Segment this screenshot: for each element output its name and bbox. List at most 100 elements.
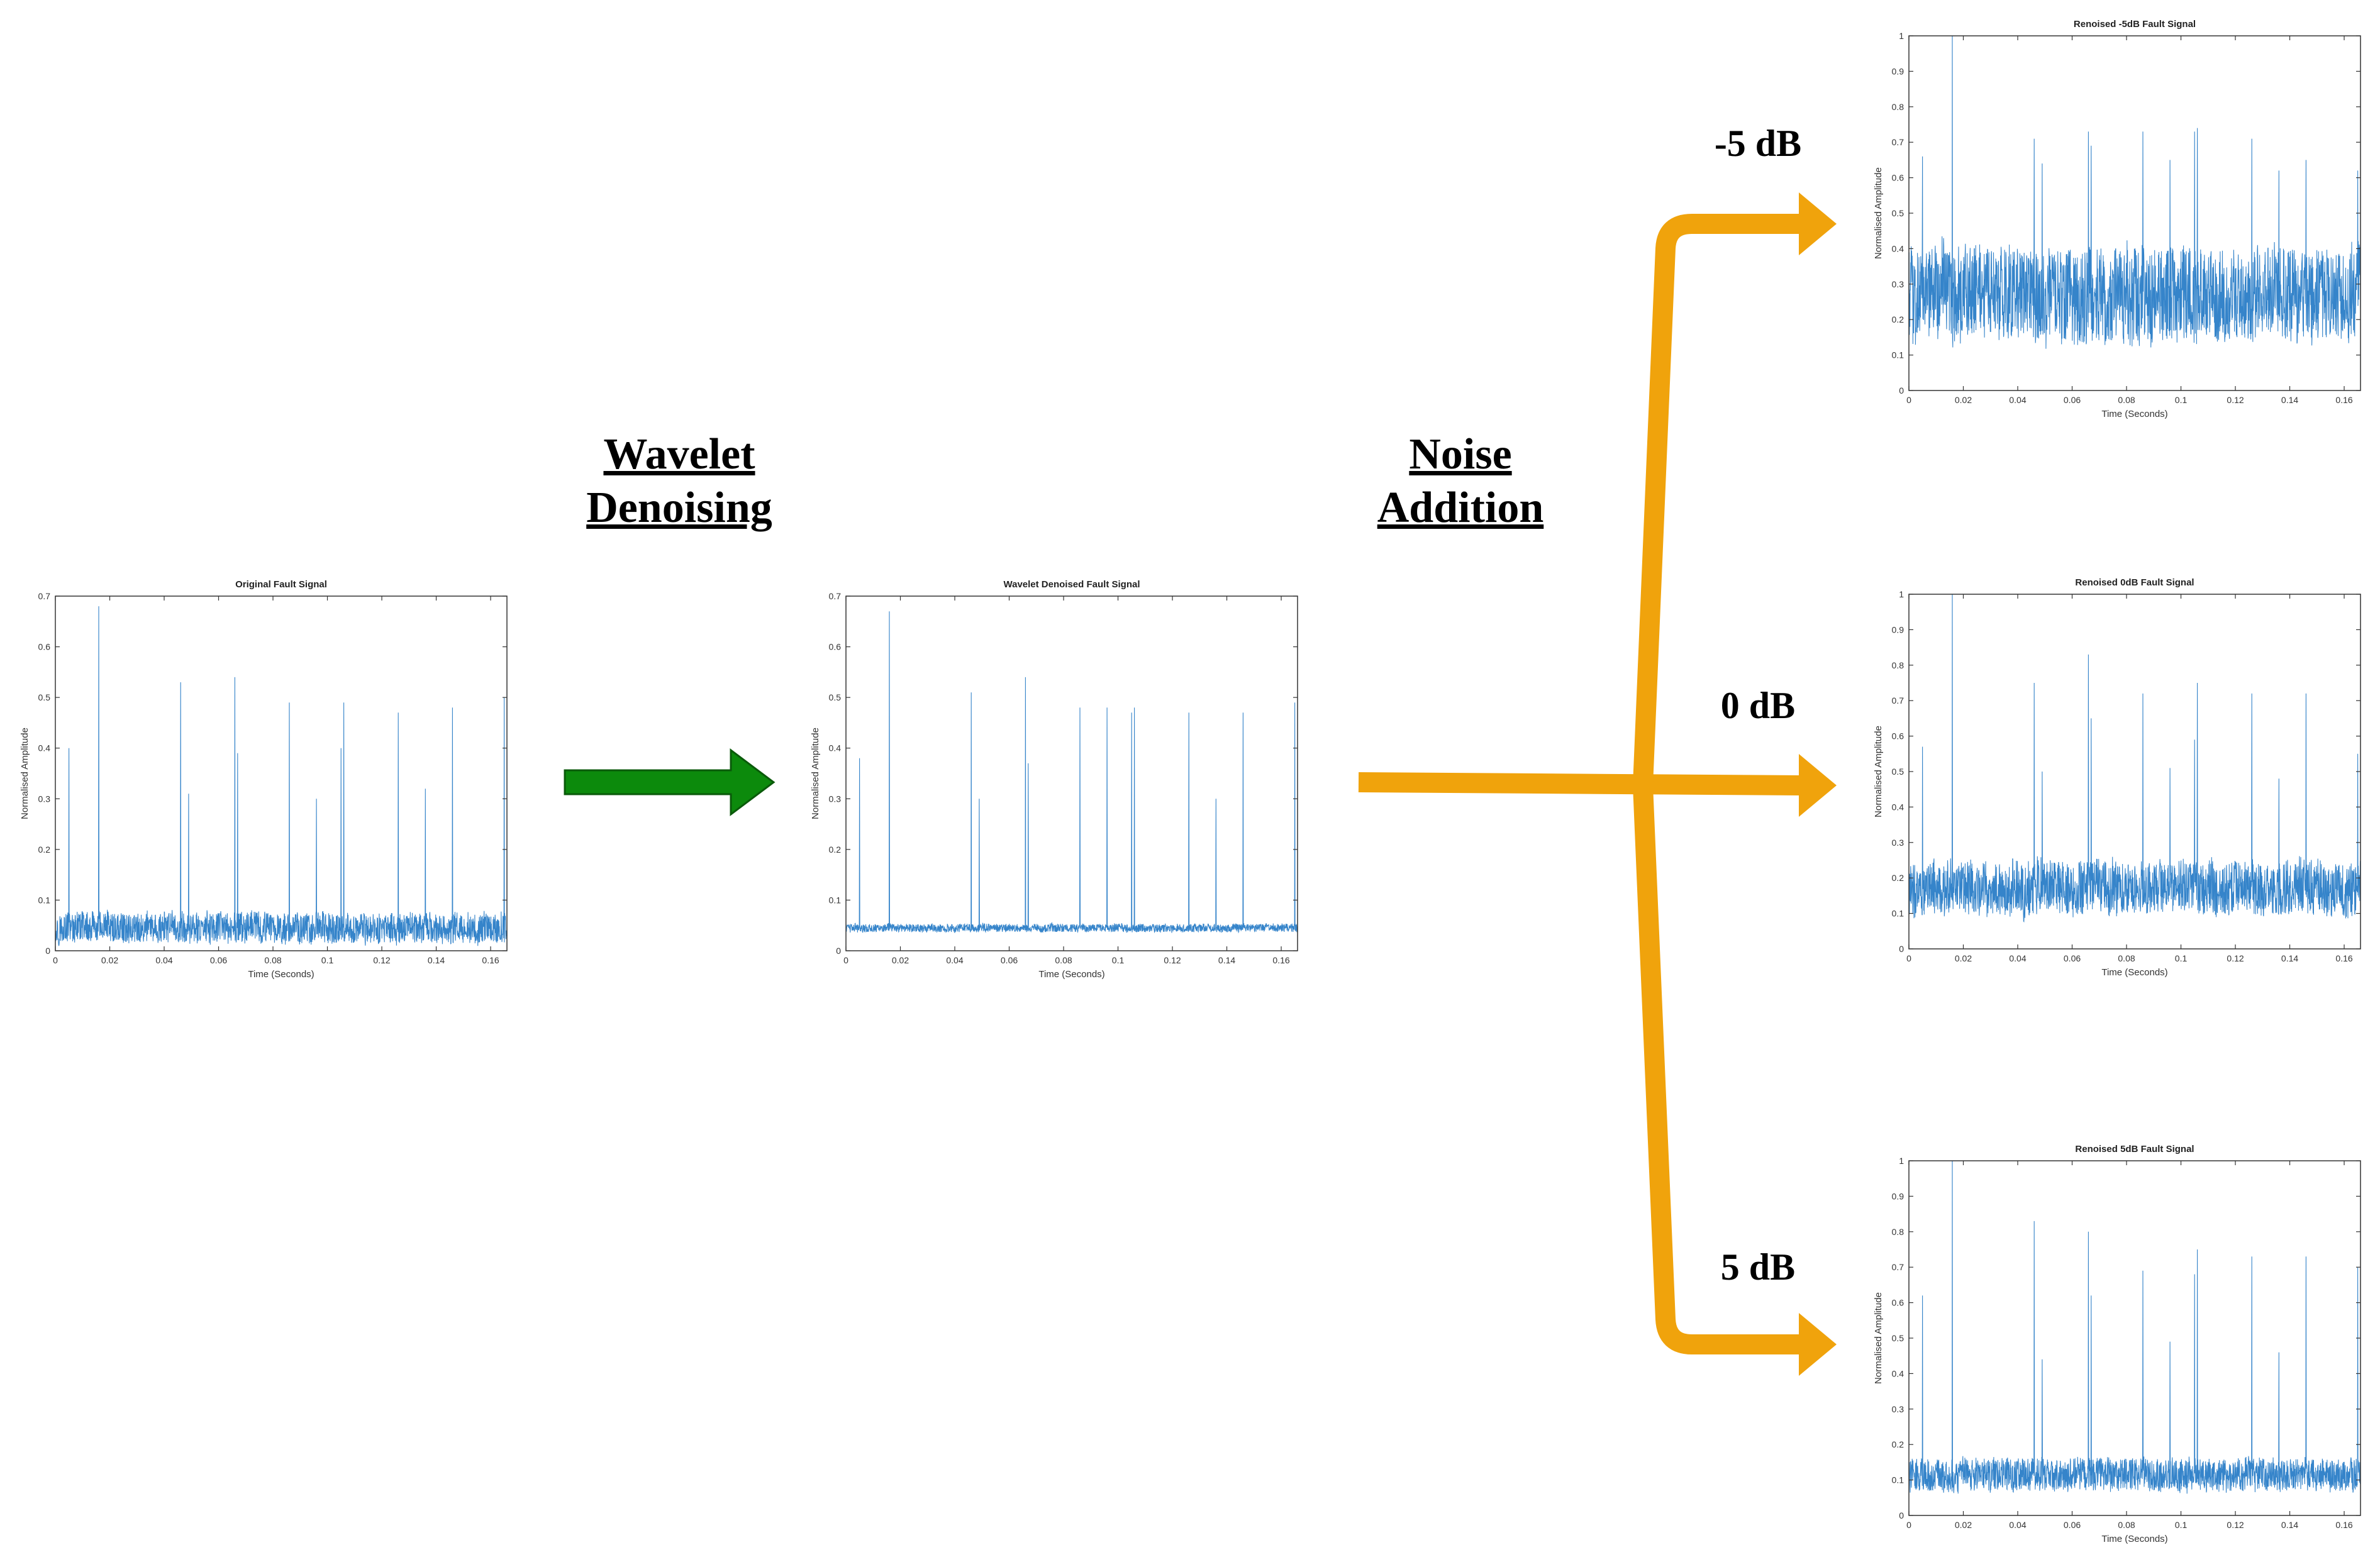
renoised-5db-xtick-label: 0.12 [2227,1520,2244,1530]
original-ytick-label: 0 [45,946,50,956]
plot-renoised-0db: Renoised 0dB Fault Signal 0 0.02 0.04 0.06 0.… [1873,577,2361,978]
original-ytick-label: 0.6 [38,642,51,652]
renoised-0db-xtick-label: 0.14 [2281,953,2298,963]
original-title: Original Fault Signal [235,579,327,590]
wavelet-denoised-xtick-label: 0.12 [1164,955,1181,965]
renoised-0db-ytick-label: 1 [1899,589,1904,599]
original-xtick-label: 0.02 [101,955,118,965]
wavelet-step-label-line2: Denoising [586,484,772,532]
wavelet-denoised-ytick-label: 0.1 [829,895,842,905]
renoised-0db-xtick-label: 0 [1906,953,1911,963]
wavelet-denoised-xtick-label: 0.04 [946,955,963,965]
renoised-0db-xtick-label: 0.1 [2175,953,2188,963]
renoised-5db-xtick-label: 0.16 [2335,1520,2352,1530]
renoised-minus5db-signal-line [1909,36,2361,349]
renoised-minus5db-xtick-label: 0.04 [2009,395,2026,405]
renoised-0db-ytick-label: 0.2 [1892,873,1905,883]
renoised-5db-xtick-label: 0.08 [2118,1520,2135,1530]
original-xtick-label: 0.04 [155,955,172,965]
wavelet-denoised-ytick-label: 0.2 [829,844,842,855]
branch-label-plus5: 5 dB [1721,1246,1795,1288]
renoised-0db-ytick-label: 0.3 [1892,838,1905,848]
renoised-0db-ytick-label: 0.6 [1892,731,1905,741]
renoised-0db-xtick-label: 0.04 [2009,953,2026,963]
renoised-5db-ytick-label: 0.7 [1892,1262,1905,1272]
original-xtick-label: 0 [53,955,58,965]
renoised-5db-ytick-label: 0.6 [1892,1298,1905,1308]
renoised-5db-xtick-label: 0.06 [2064,1520,2081,1530]
renoised-0db-ylabel: Normalised Amplitude [1873,726,1884,817]
renoised-0db-ytick-label: 0.8 [1892,660,1905,670]
wavelet-denoised-title: Wavelet Denoised Fault Signal [1004,579,1140,590]
renoised-minus5db-title: Renoised -5dB Fault Signal [2074,19,2196,30]
wavelet-denoised-ytick-label: 0 [836,946,841,956]
orange-branch-upper [1633,214,1800,786]
original-ytick-label: 0.7 [38,591,51,601]
wavelet-denoised-xtick-label: 0.16 [1272,955,1289,965]
renoised-minus5db-xtick-label: 0.06 [2064,395,2081,405]
renoised-0db-title: Renoised 0dB Fault Signal [2075,577,2194,588]
renoised-minus5db-ytick-label: 0.2 [1892,314,1905,324]
renoised-minus5db-xlabel: Time (Seconds) [2101,409,2167,419]
renoised-0db-ytick-label: 0.7 [1892,695,1905,706]
renoised-5db-ylabel: Normalised Amplitude [1873,1292,1884,1384]
orange-branch-arrows [1358,192,1837,1376]
renoised-5db-xtick-label: 0 [1906,1520,1911,1530]
renoised-minus5db-xtick-label: 0.1 [2175,395,2188,405]
renoised-0db-xtick-label: 0.12 [2227,953,2244,963]
renoised-0db-ytick-label: 0.4 [1892,802,1905,812]
renoised-5db-ytick-label: 0.4 [1892,1368,1905,1378]
wavelet-step-label-line1: Wavelet [603,430,755,479]
original-ylabel: Normalised Amplitude [19,728,30,819]
renoised-minus5db-ytick-label: 0.9 [1892,66,1905,76]
renoised-minus5db-ytick-label: 1 [1899,31,1904,41]
wavelet-denoised-axes-frame [845,595,1298,951]
renoised-5db-ytick-label: 0.5 [1892,1333,1905,1343]
renoised-minus5db-ytick-label: 0 [1899,385,1904,396]
wavelet-denoised-xtick-label: 0.1 [1112,955,1125,965]
renoised-5db-ytick-label: 0.2 [1892,1439,1905,1449]
renoised-0db-ytick-label: 0.5 [1892,767,1905,777]
wavelet-denoised-xtick-label: 0.08 [1055,955,1072,965]
renoised-5db-xtick-label: 0.04 [2009,1520,2026,1530]
original-axes-frame [55,595,508,951]
renoised-minus5db-xtick-label: 0 [1906,395,1911,405]
renoised-0db-xlabel: Time (Seconds) [2101,967,2167,978]
renoised-minus5db-ytick-label: 0.1 [1892,350,1905,360]
renoised-0db-xtick-label: 0.16 [2335,953,2352,963]
renoised-minus5db-xtick-label: 0.02 [1955,395,1972,405]
original-ytick-label: 0.5 [38,692,51,702]
wavelet-denoised-ytick-label: 0.4 [829,743,842,753]
renoised-5db-xtick-label: 0.1 [2175,1520,2188,1530]
renoised-0db-xtick-label: 0.02 [1955,953,1972,963]
renoised-5db-ytick-label: 0.3 [1892,1404,1905,1414]
wavelet-denoised-xlabel: Time (Seconds) [1038,969,1104,980]
renoised-minus5db-ylabel: Normalised Amplitude [1873,167,1884,259]
wavelet-denoised-xtick-label: 0 [843,955,848,965]
renoised-5db-xtick-label: 0.14 [2281,1520,2298,1530]
orange-branch-lower [1633,785,1800,1354]
renoised-minus5db-xtick-label: 0.08 [2118,395,2135,405]
renoised-5db-xtick-label: 0.02 [1955,1520,1972,1530]
renoised-5db-xlabel: Time (Seconds) [2101,1534,2167,1544]
orange-arrowhead-upper [1799,192,1837,255]
renoised-0db-xtick-label: 0.08 [2118,953,2135,963]
renoised-0db-ytick-label: 0.9 [1892,624,1905,634]
renoised-minus5db-ytick-label: 0.3 [1892,279,1905,289]
original-xlabel: Time (Seconds) [248,969,314,980]
wavelet-denoised-ytick-label: 0.3 [829,794,842,804]
wavelet-denoised-xtick-label: 0.06 [1001,955,1018,965]
renoised-5db-ytick-label: 1 [1899,1156,1904,1166]
original-ytick-label: 0.3 [38,794,51,804]
renoised-5db-title: Renoised 5dB Fault Signal [2075,1144,2194,1154]
renoised-minus5db-xtick-label: 0.16 [2335,395,2352,405]
renoised-minus5db-ytick-label: 0.8 [1892,102,1905,112]
renoised-5db-ytick-label: 0.1 [1892,1475,1905,1485]
renoised-0db-xtick-label: 0.06 [2064,953,2081,963]
wavelet-denoised-xtick-label: 0.02 [892,955,909,965]
branch-label-zero: 0 dB [1721,685,1795,726]
original-xtick-label: 0.1 [321,955,334,965]
renoised-0db-ytick-label: 0.1 [1892,909,1905,919]
renoised-0db-ytick-label: 0 [1899,944,1904,954]
renoised-minus5db-axes-frame [1908,35,2361,391]
